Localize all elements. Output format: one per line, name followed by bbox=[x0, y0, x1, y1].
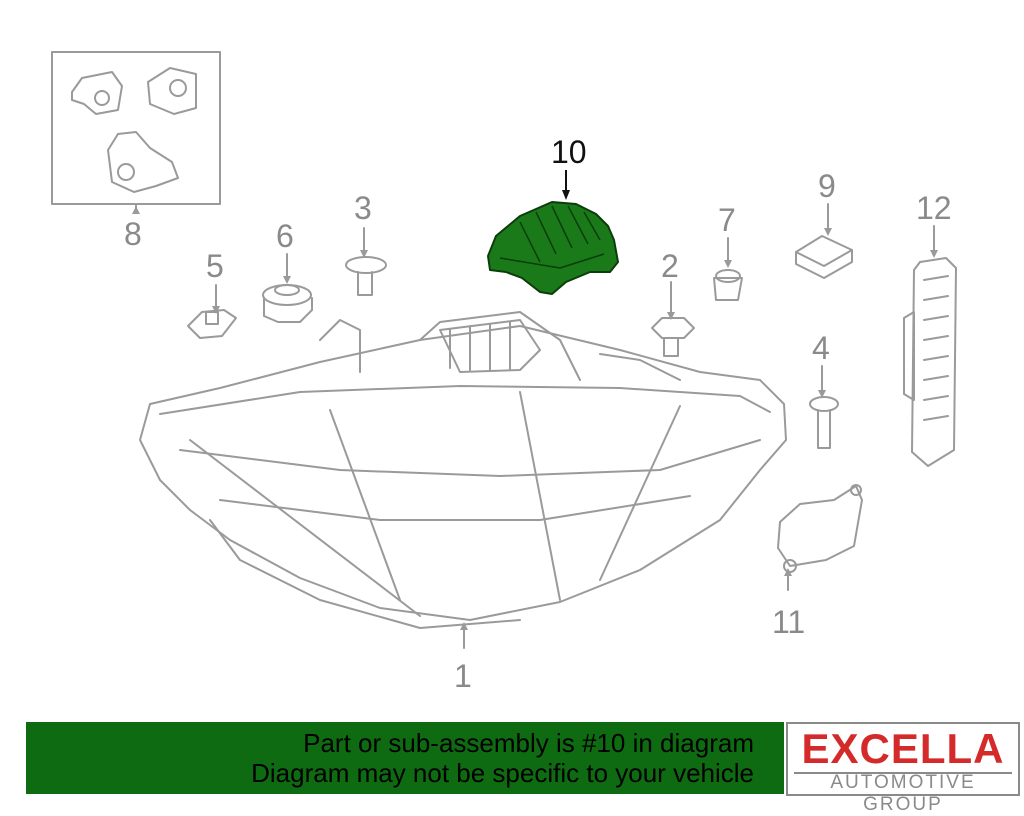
brand-logo: EXCELLA AUTOMOTIVE GROUP bbox=[786, 722, 1020, 815]
callout-12: 12 bbox=[916, 190, 952, 226]
callout-9: 9 bbox=[818, 168, 836, 204]
callout-5: 5 bbox=[206, 248, 224, 284]
callout-3: 3 bbox=[354, 190, 372, 226]
callout-2: 2 bbox=[661, 248, 679, 284]
callout-6: 6 bbox=[276, 218, 294, 254]
callout-7: 7 bbox=[718, 202, 736, 238]
part-8-bracket-kit bbox=[51, 51, 221, 213]
part-1-headlamp bbox=[139, 311, 787, 649]
banner-line-1: Part or sub-assembly is #10 in diagram bbox=[303, 728, 754, 758]
info-banner: Part or sub-assembly is #10 in diagram D… bbox=[26, 722, 784, 794]
callout-8: 8 bbox=[124, 216, 142, 252]
part-2-bolt bbox=[651, 281, 695, 357]
brand-tagline: AUTOMOTIVE GROUP bbox=[830, 772, 976, 815]
part-10-highlighted bbox=[487, 170, 619, 295]
part-3-screw bbox=[345, 227, 387, 296]
callout-4: 4 bbox=[812, 330, 830, 366]
parts-diagram bbox=[51, 51, 957, 649]
part-6-grommet bbox=[262, 253, 313, 323]
part-7-plug bbox=[713, 237, 743, 301]
part-9-pad bbox=[795, 203, 853, 279]
callout-11: 11 bbox=[772, 604, 806, 640]
callout-10: 10 bbox=[551, 134, 587, 170]
part-4-screw bbox=[809, 365, 839, 449]
part-12-cover bbox=[903, 225, 957, 467]
logo-divider bbox=[794, 772, 1012, 774]
banner-line-2: Diagram may not be specific to your vehi… bbox=[251, 758, 754, 788]
brand-name: EXCELLA bbox=[801, 725, 1005, 772]
callout-1: 1 bbox=[454, 658, 472, 694]
part-5-clip-nut bbox=[187, 284, 237, 339]
